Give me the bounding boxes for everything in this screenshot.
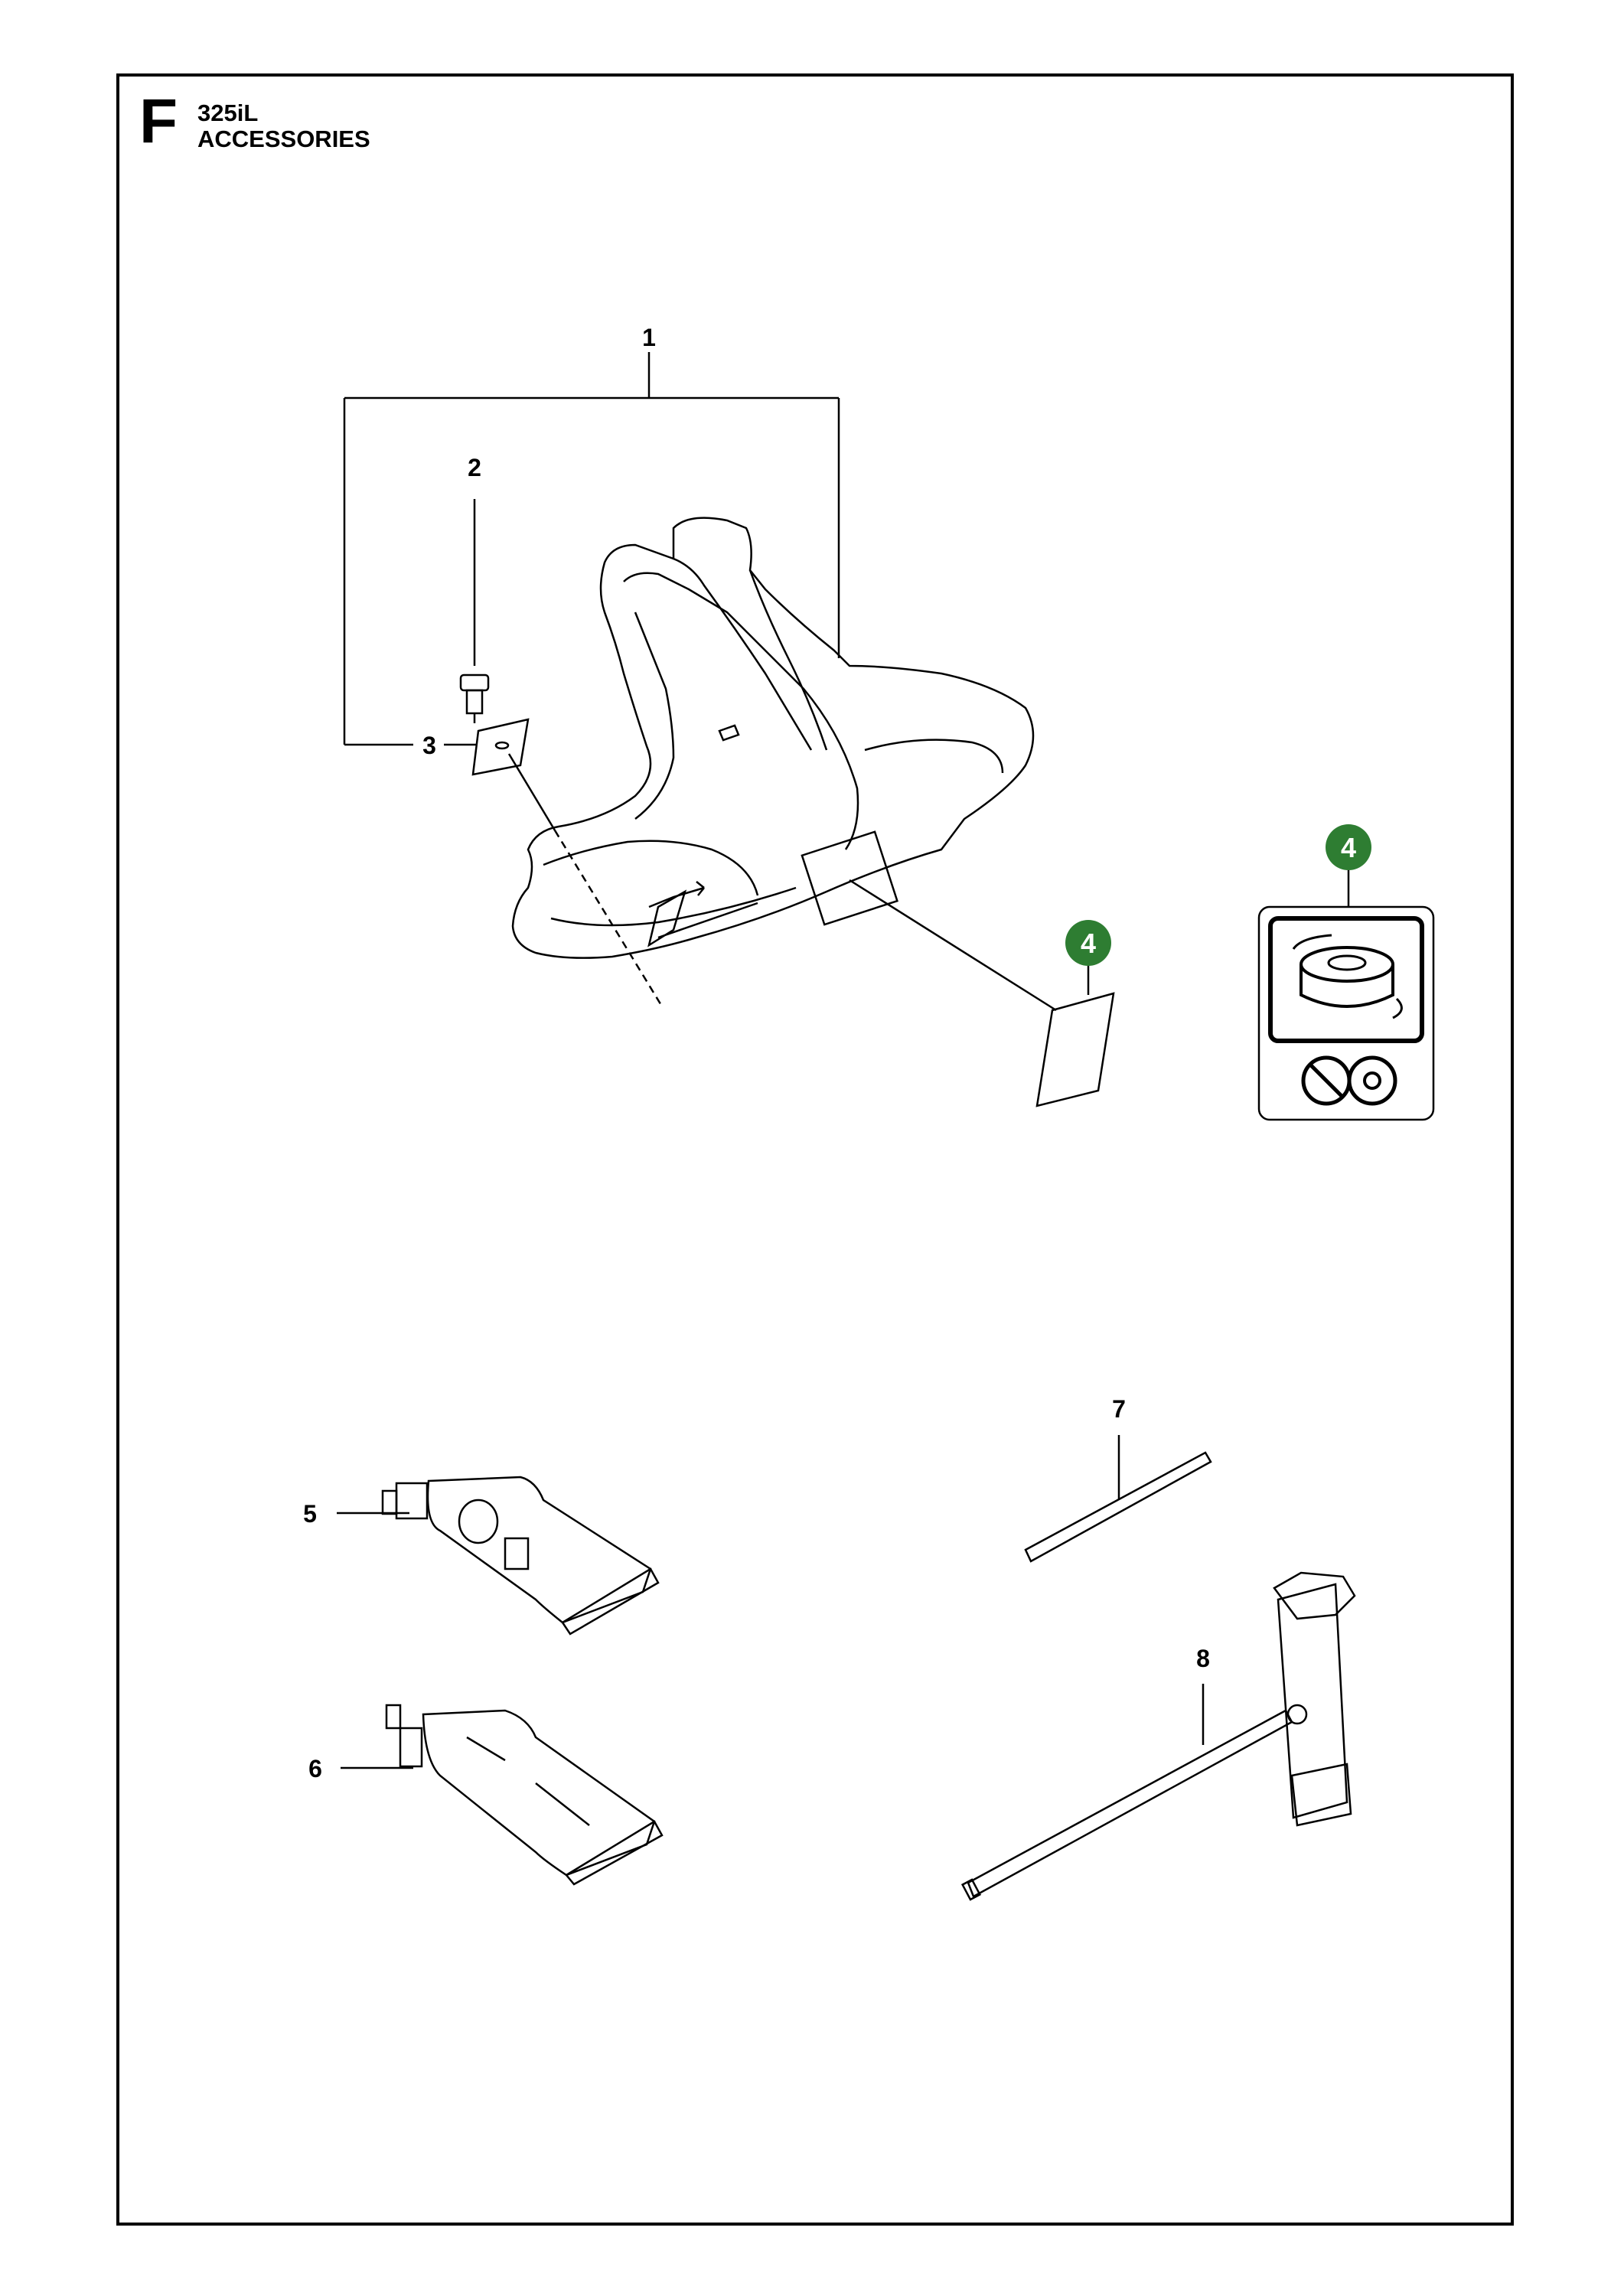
callout-7: 7 (1112, 1395, 1126, 1423)
callout-4b: 4 (1341, 832, 1356, 863)
decal-icon (1035, 992, 1115, 1107)
callout-4a: 4 (1081, 928, 1096, 959)
callout-3: 3 (422, 732, 436, 759)
rod-tool-icon (1024, 1451, 1212, 1563)
section-letter: F (139, 86, 178, 156)
bracket-lines (343, 352, 840, 746)
callout-badge-4b (1326, 824, 1371, 870)
callout-5: 5 (303, 1500, 317, 1528)
callout-badge-4a (1065, 920, 1111, 966)
callout-2: 2 (468, 454, 481, 481)
trimmer-guard-icon (511, 517, 1035, 959)
washer-icon (471, 718, 530, 776)
screw-icon (459, 673, 490, 723)
grease-tube-icon (385, 1704, 664, 1886)
page-title: ACCESSORIES (197, 126, 370, 152)
trimmer-head-label-icon (1257, 905, 1435, 1121)
callout-1: 1 (642, 324, 656, 351)
callout-8: 8 (1196, 1645, 1210, 1672)
socket-wrench-icon (960, 1571, 1356, 1901)
grease-tube-icon (381, 1476, 660, 1636)
page-border (116, 73, 1514, 2226)
callout-6: 6 (308, 1755, 322, 1782)
model-name: 325iL (197, 99, 259, 126)
